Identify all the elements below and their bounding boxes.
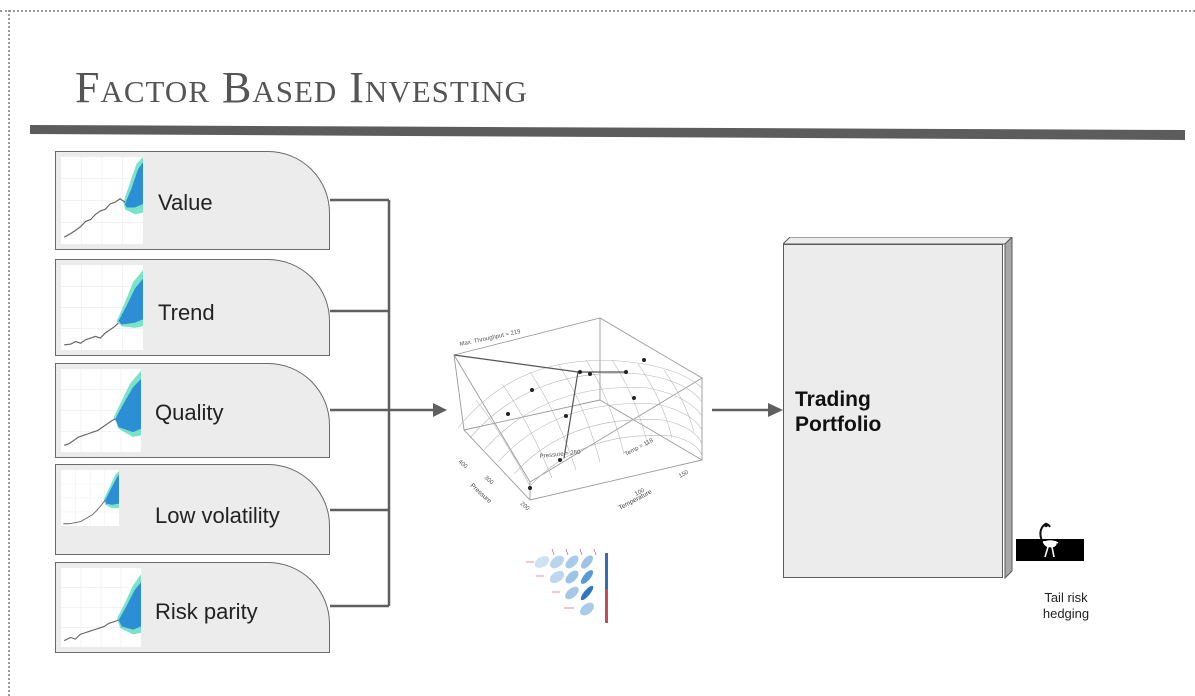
trading-portfolio-box: Trading Portfolio bbox=[783, 244, 1003, 578]
factor-label-trend: Trend bbox=[158, 300, 215, 325]
factor-card-trend: Trend bbox=[55, 259, 330, 356]
y-tick-150: 150 bbox=[678, 469, 690, 479]
annotation-max-throughput: Max. Throughput = 219 bbox=[459, 329, 522, 348]
factor-label-quality: Quality bbox=[155, 400, 224, 425]
annotation-pressure: Pressure = 250 bbox=[540, 450, 582, 460]
slide-title: Factor Based Investing bbox=[75, 63, 528, 112]
factor-card-value: Value bbox=[55, 151, 330, 250]
surface-plot: Max. Throughput = 219 Pressure = 250 Tem… bbox=[453, 317, 703, 513]
trading-portfolio-label: Trading Portfolio bbox=[795, 388, 882, 436]
x-tick-400: 400 bbox=[457, 459, 469, 471]
slide-border-left bbox=[8, 10, 10, 696]
factor-card-low-volatility: Low volatility bbox=[55, 464, 330, 555]
factor-card-risk-parity: Risk parity bbox=[55, 562, 330, 653]
ostrich-icon bbox=[1016, 522, 1084, 561]
factor-card-quality: Quality bbox=[55, 363, 330, 458]
tail-risk-caption: Tail risk hedging bbox=[1042, 590, 1090, 621]
x-tick-300: 300 bbox=[483, 475, 495, 487]
x-tick-200: 200 bbox=[519, 501, 531, 513]
x-axis-label: Pressure bbox=[469, 482, 493, 505]
factor-value-chart bbox=[61, 157, 143, 244]
arrow-to-optimizer bbox=[433, 403, 447, 417]
factor-label-low-volatility: Low volatility bbox=[155, 503, 280, 528]
annotation-temp: Temp = 118 bbox=[624, 438, 655, 458]
factor-label-value: Value bbox=[158, 190, 213, 215]
factor-label-risk-parity: Risk parity bbox=[155, 599, 258, 624]
factor-low-volatility-chart bbox=[61, 470, 119, 526]
factor-quality-chart bbox=[61, 369, 141, 452]
portfolio-box-edges bbox=[783, 237, 1013, 579]
factor-trend-chart bbox=[61, 265, 143, 350]
correlation-matrix bbox=[526, 548, 608, 623]
factor-risk-parity-chart bbox=[61, 568, 141, 647]
y-tick-100: 100 bbox=[634, 487, 646, 497]
slide-border-top bbox=[0, 10, 1195, 12]
arrow-to-portfolio bbox=[768, 403, 783, 417]
